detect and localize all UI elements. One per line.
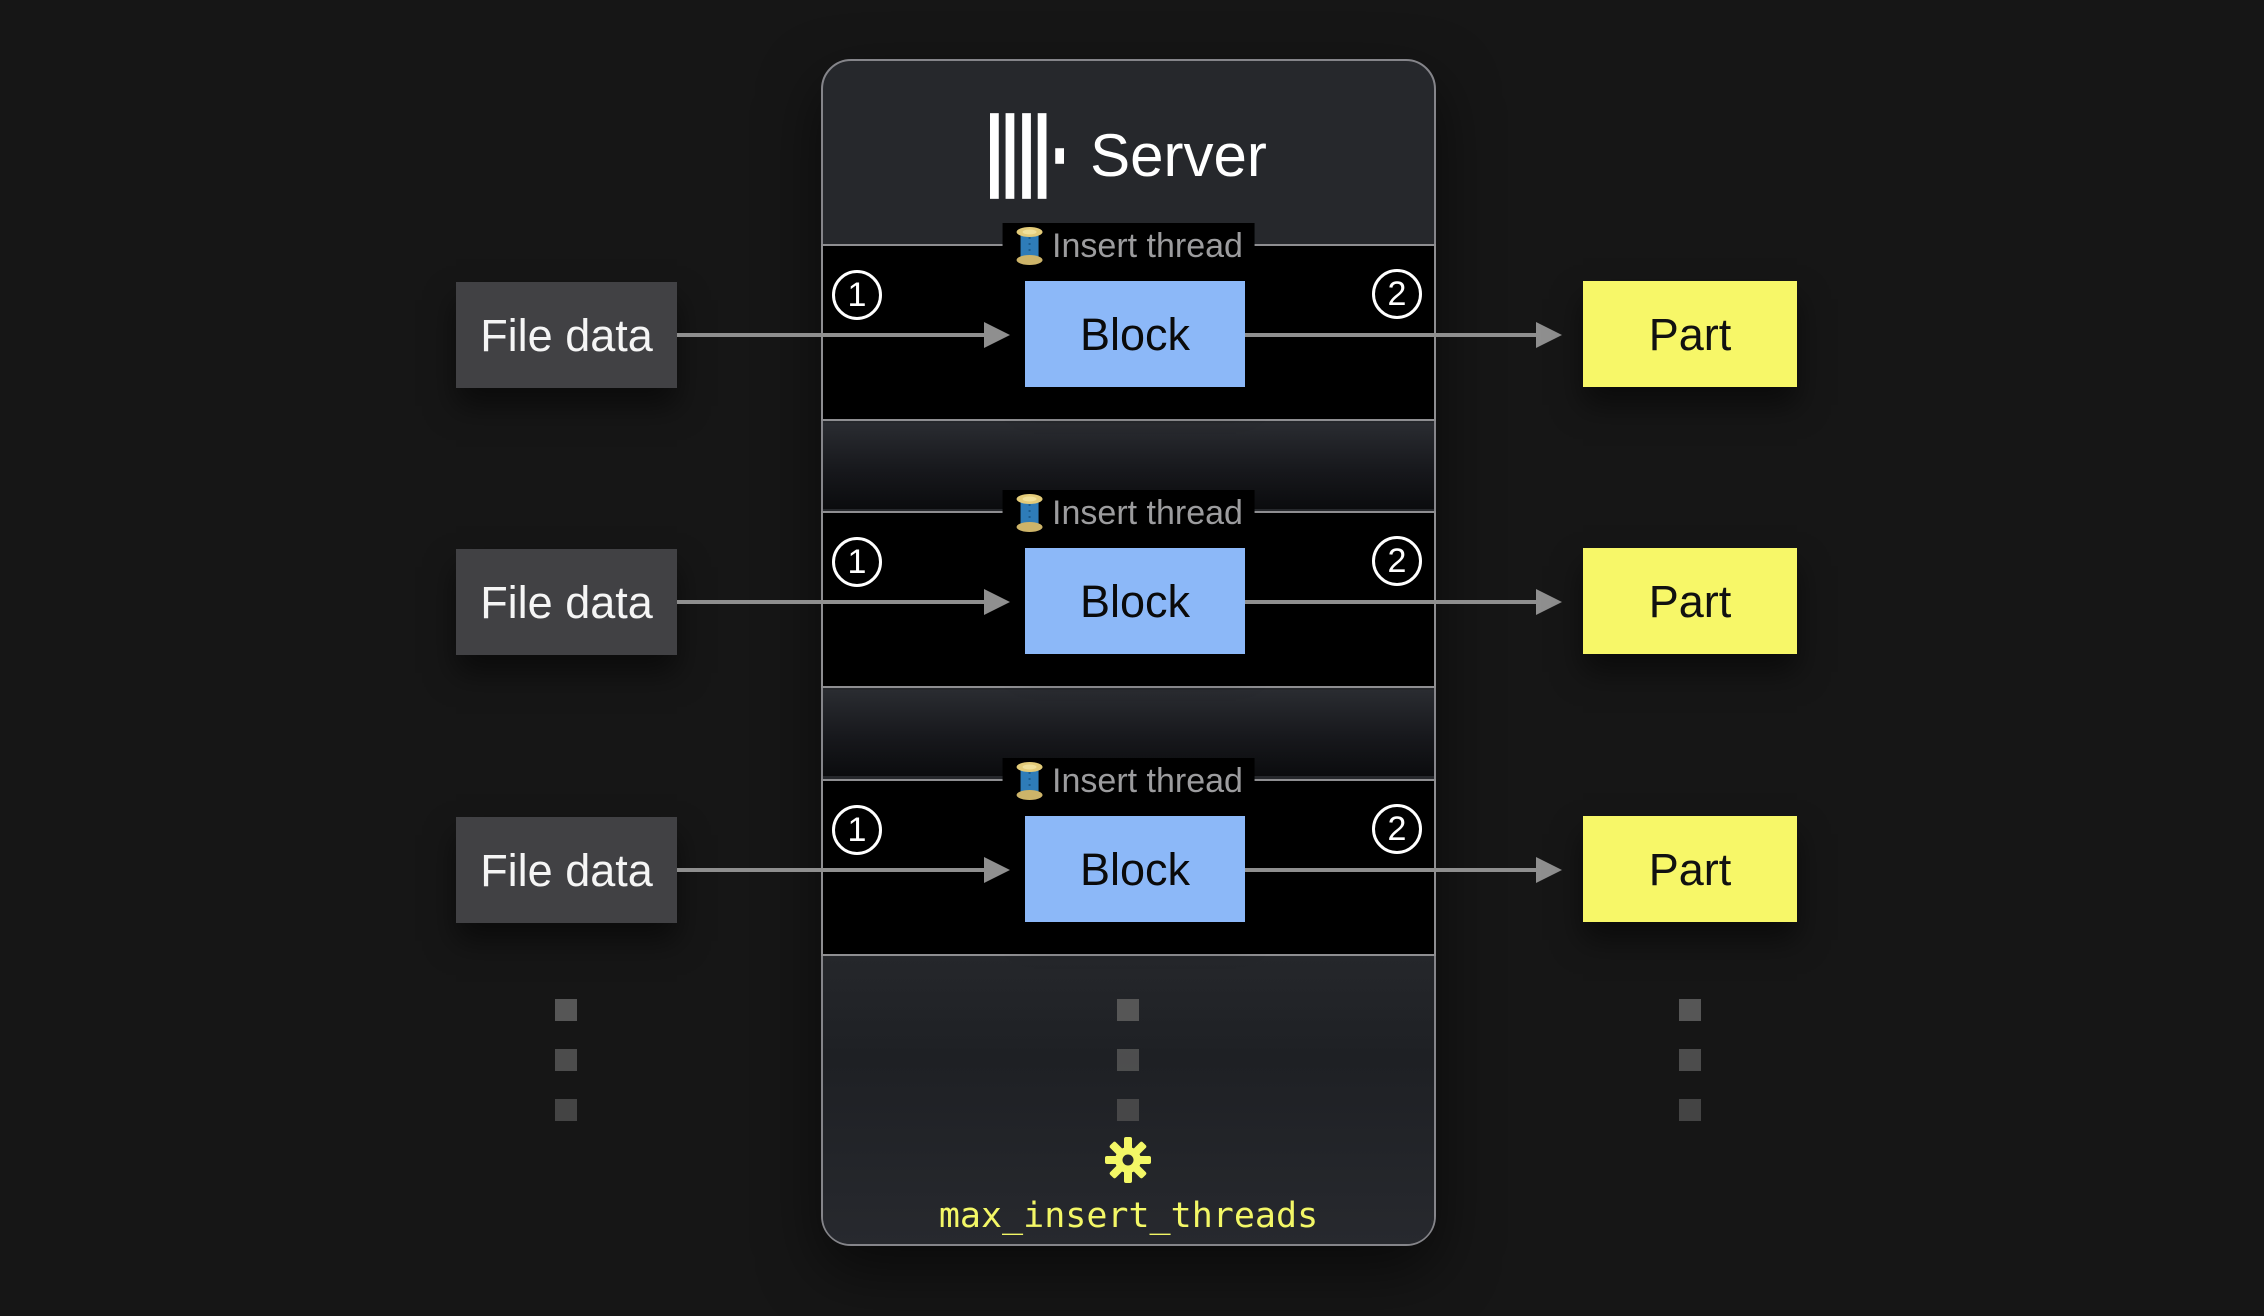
clickhouse-logo-icon [990,113,1065,199]
file-data-label: File data [480,576,653,628]
thread-spool-icon [1016,762,1043,800]
arrow-head-icon [984,589,1010,615]
arrow-block-to-part [1245,600,1537,604]
part-box: Part [1583,281,1797,387]
step-1-badge: 1 [832,270,882,320]
step-1-badge: 1 [832,537,882,587]
server-title: Server [1090,122,1267,189]
insert-thread-label: Insert thread [1052,761,1243,800]
file-data-label: File data [480,844,653,896]
step-2-badge: 2 [1372,269,1422,319]
part-label: Part [1648,843,1732,895]
part-label: Part [1648,575,1732,627]
ellipsis-dot [555,1099,577,1121]
arrow-block-to-part [1245,333,1537,337]
arrow-head-icon [1536,589,1562,615]
arrow-head-icon [984,857,1010,883]
insert-thread-legend: Insert thread [1002,758,1255,804]
file-data-box: File data [456,282,677,388]
insert-thread-label: Insert thread [1052,226,1243,265]
insert-thread-box: Insert thread [821,223,1436,421]
ellipsis-dot [1117,1099,1139,1121]
gear-icon [1105,1137,1151,1183]
step-2-number: 2 [1387,541,1407,580]
block-box: Block [1025,281,1245,387]
step-2-number: 2 [1387,809,1407,848]
arrow-block-to-part [1245,868,1537,872]
block-label: Block [1079,575,1191,627]
arrow-head-icon [1536,857,1562,883]
block-box: Block [1025,548,1245,654]
part-box: Part [1583,548,1797,654]
insert-thread-legend: Insert thread [1002,490,1255,536]
ellipsis-dot [1117,1049,1139,1071]
thread-spool-icon [1016,227,1043,265]
max-insert-threads-label: max_insert_threads [938,1196,1319,1236]
insert-thread-legend: Insert thread [1002,223,1255,269]
file-data-label: File data [480,309,653,361]
step-2-badge: 2 [1372,536,1422,586]
arrow-file-to-block [677,600,985,604]
block-label: Block [1079,308,1191,360]
ellipsis-dot [555,1049,577,1071]
ellipsis-dot [1117,999,1139,1021]
arrow-file-to-block [677,868,985,872]
thread-spool-icon [1016,494,1043,532]
block-label: Block [1079,843,1191,895]
part-label: Part [1648,308,1732,360]
block-box: Block [1025,816,1245,922]
arrow-head-icon [1536,322,1562,348]
file-data-box: File data [456,817,677,923]
ellipsis-dot [1679,999,1701,1021]
part-box: Part [1583,816,1797,922]
ellipsis-dot [1679,1099,1701,1121]
insert-thread-label: Insert thread [1052,493,1243,532]
step-1-badge: 1 [832,805,882,855]
ellipsis-dot [1679,1049,1701,1071]
step-1-number: 1 [847,275,867,314]
step-1-number: 1 [847,810,867,849]
arrow-head-icon [984,322,1010,348]
ellipsis-dot [555,999,577,1021]
arrow-file-to-block [677,333,985,337]
file-data-box: File data [456,549,677,655]
step-1-number: 1 [847,542,867,581]
step-2-badge: 2 [1372,804,1422,854]
step-2-number: 2 [1387,274,1407,313]
server-header: Server [821,96,1436,216]
